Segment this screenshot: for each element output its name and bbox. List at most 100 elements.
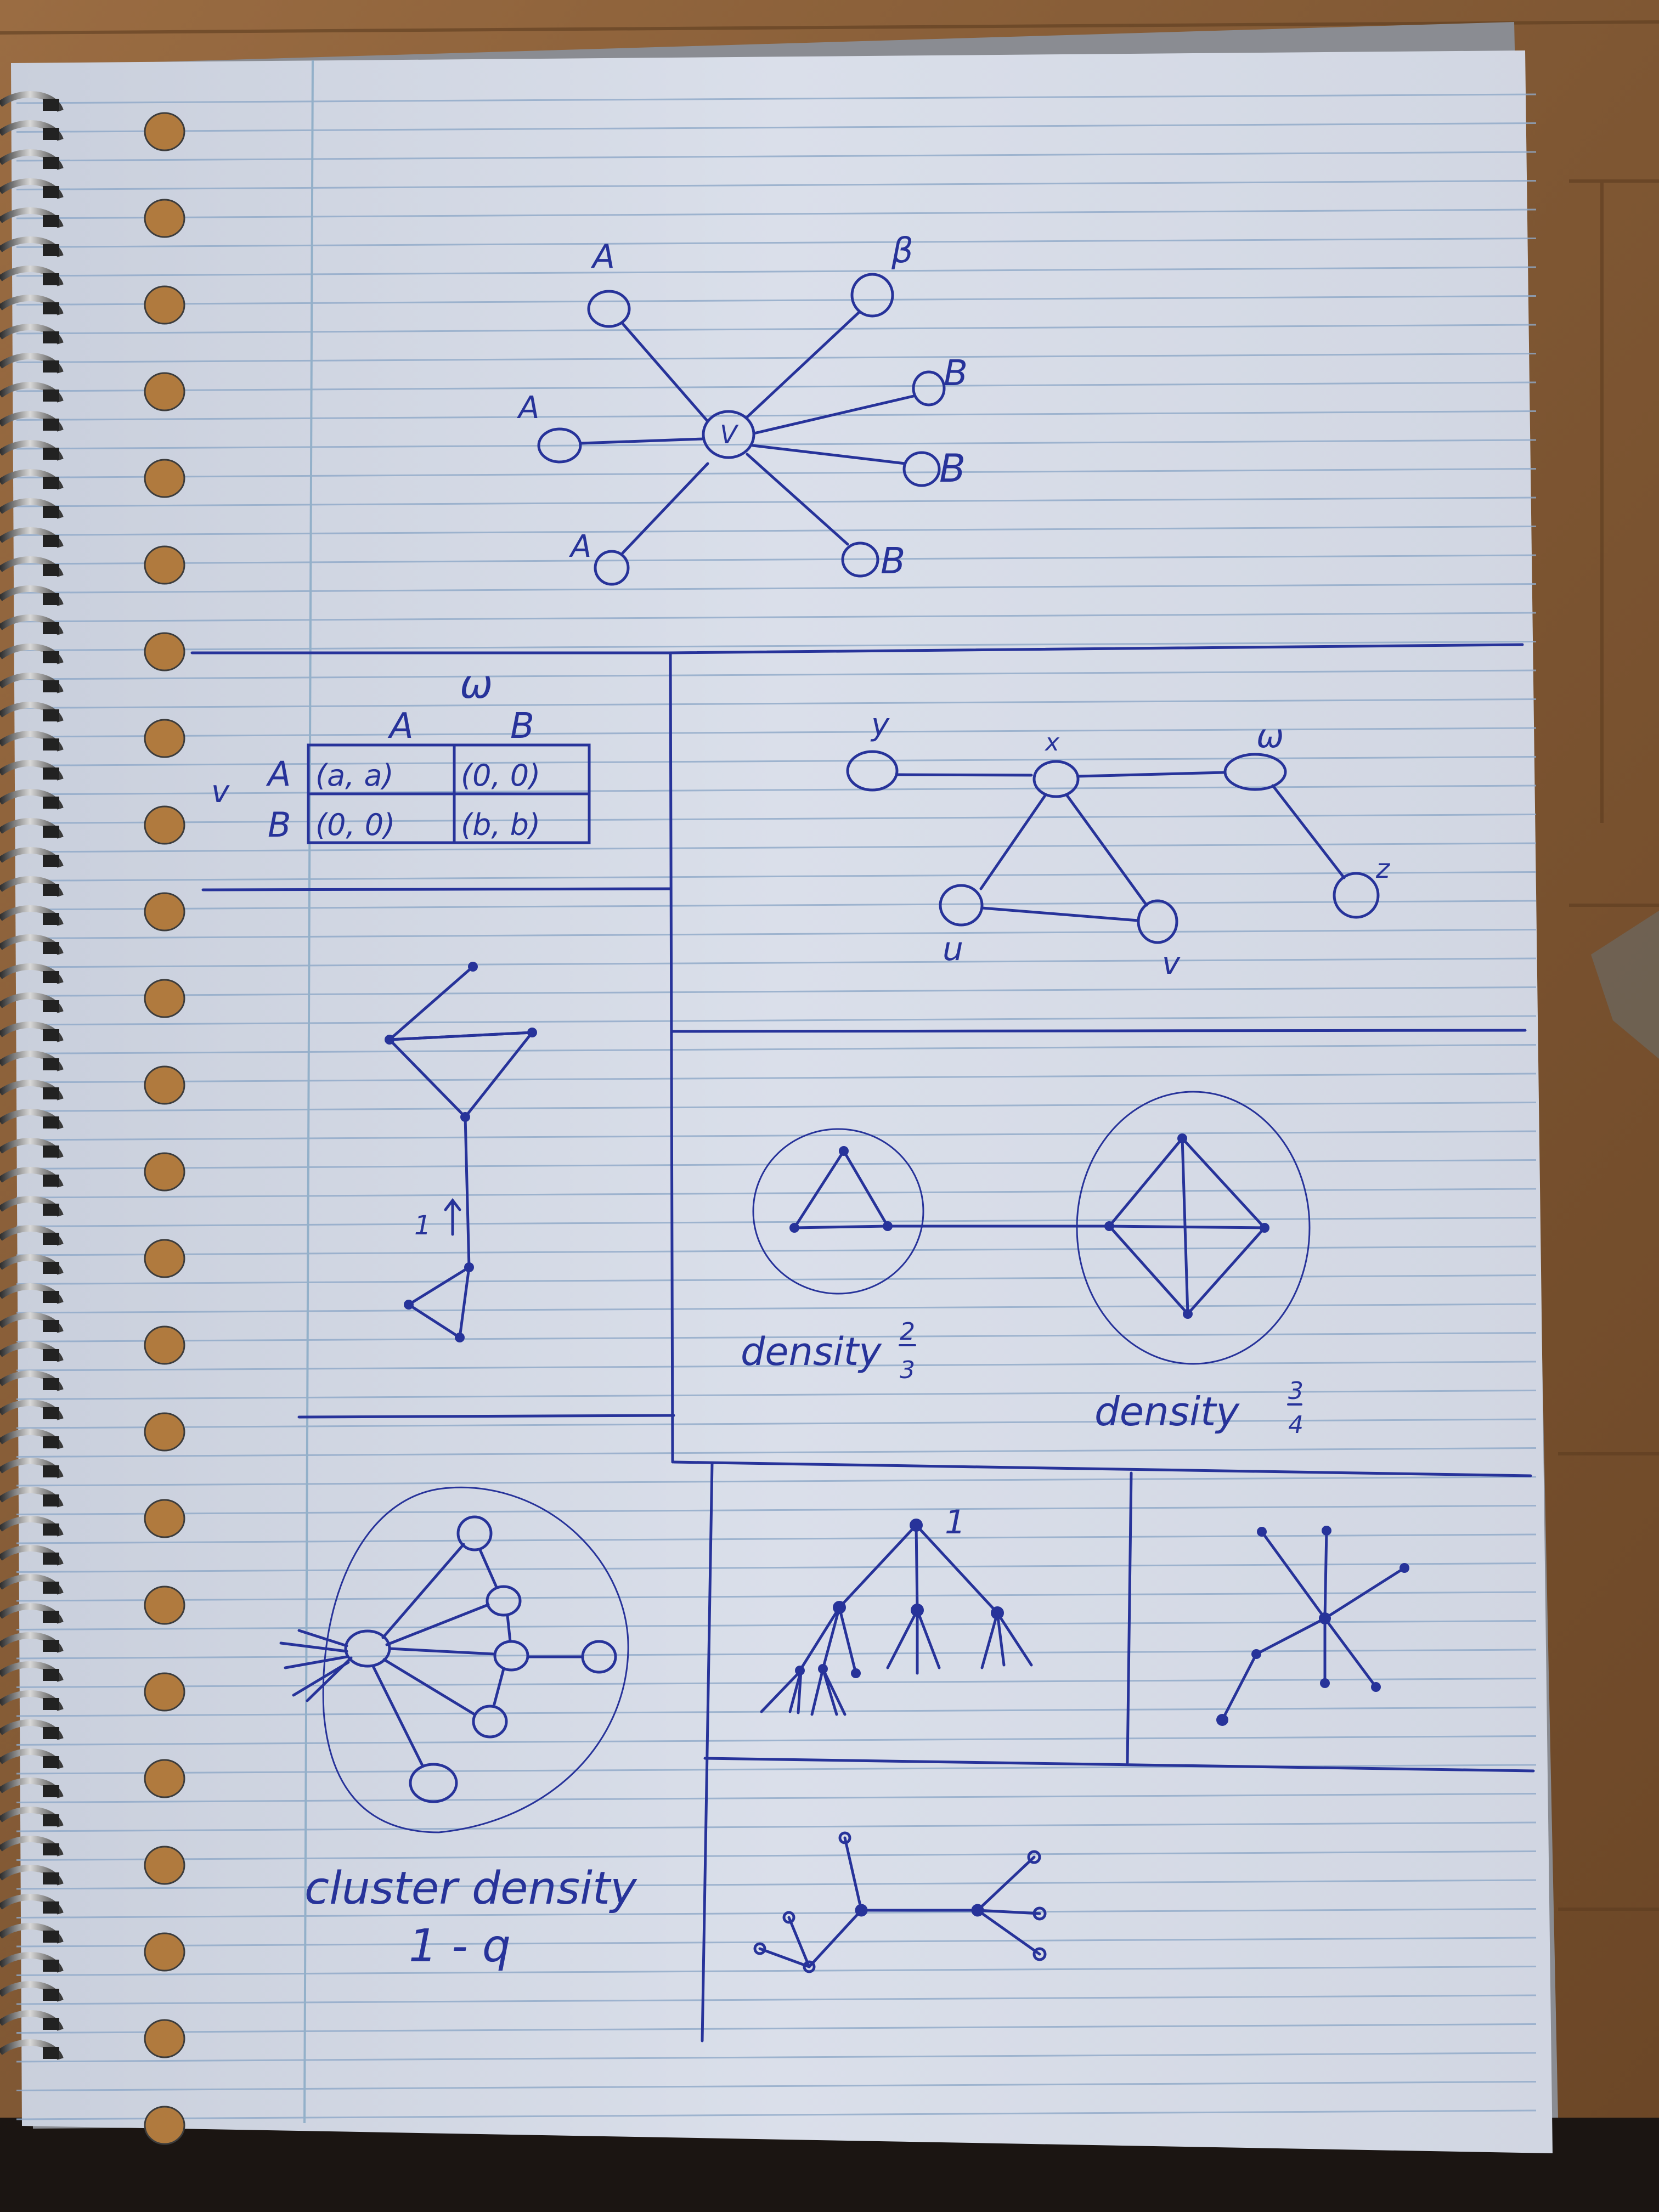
punched-hole [144,719,185,758]
rule-line [16,410,1537,421]
rule-line [16,180,1537,190]
notebook-page [11,50,1553,2153]
spiral-slot [43,448,59,460]
density-right-numerator: 3 [1288,1377,1304,1405]
table-row-player: v [211,774,230,810]
table-cell: (0, 0) [461,758,540,793]
rule-line [16,238,1537,248]
ruler-piece [1591,911,1659,1059]
rule-line [16,1476,1537,1487]
rule-line [16,871,1537,882]
rule-line [16,612,1537,623]
spiral-slot [43,564,59,576]
spiral-slot [43,1116,59,1128]
spiral-slot [43,215,59,227]
rule-line [16,1966,1537,1976]
table-col-header-b: B [510,706,534,747]
density-caption-left: density [741,1329,882,1374]
star-node-label: A [517,390,539,426]
rule-line [16,1793,1537,1803]
spiral-slot [43,1175,59,1187]
rule-line [16,1908,1537,1918]
tree-root-label: 1 [945,1503,966,1542]
punched-holes [144,112,185,2145]
spiral-slot [43,1698,59,1710]
rule-line [16,756,1537,766]
network-node-label: z [1375,854,1391,884]
spiral-slot [43,99,59,111]
rule-line [16,496,1537,507]
spiral-slot [43,302,59,314]
rule-line [16,439,1537,450]
cluster-graph [279,1486,629,1833]
rule-line [16,1447,1537,1458]
spiral-slot [43,2018,59,2030]
spiral-slot [43,1087,59,1099]
punched-hole [144,1239,185,1278]
punched-hole [144,1499,185,1538]
spiral-slot [43,593,59,605]
spiral-slot [43,1523,59,1536]
spiral-slot [43,1989,59,2001]
spiral-slot [43,128,59,140]
punched-hole [144,1152,185,1192]
punched-hole [144,372,185,411]
network-node-label: v [1162,946,1181,981]
spiral-slot [43,1233,59,1245]
rule-line [16,1706,1537,1717]
rule-line [16,1562,1537,1573]
rule-line [16,122,1537,133]
spiral-slot [43,1960,59,1972]
star-node [850,273,894,318]
table-col-header-a: A [387,706,414,747]
star-node-label: B [939,446,966,491]
payoff-table-grid [307,743,591,844]
graph-node-z [1333,872,1380,919]
spiral-slot [43,884,59,896]
cluster-caption-line1: cluster density [304,1863,637,1915]
spiral-slot [43,157,59,169]
bridge-vertices [385,962,537,1342]
rule-line [16,1303,1537,1314]
rule-line [16,151,1537,162]
rule-line [16,1821,1537,1832]
rule-line [16,1591,1537,1602]
density-left-numerator: 2 [900,1318,915,1346]
punched-hole [144,632,185,672]
ruled-lines [16,93,1537,2120]
spiral-binding [0,91,64,2061]
spiral-slot [43,1582,59,1594]
rule-line [16,814,1537,824]
rule-line [16,986,1537,997]
graph-node-w [1223,753,1287,791]
spiral-slot [43,1785,59,1797]
network-node-label: y [870,707,890,743]
star-node [587,290,631,328]
density-left-denominator: 3 [900,1356,915,1384]
spiral-slot [43,651,59,663]
rule-line [16,295,1537,306]
rule-line [16,1130,1537,1141]
graph-node-y [846,750,899,792]
tree-vertices [795,1519,1004,1678]
rule-line [16,1678,1537,1688]
rule-line [16,1361,1537,1372]
network-node-label: ω [1256,717,1284,755]
spiral-slot [43,1436,59,1448]
spiral-slot [43,1000,59,1012]
rule-line [16,353,1537,363]
spiral-slot [43,1349,59,1361]
rule-line [16,266,1537,277]
table-cell: (a, a) [315,758,394,793]
spiral-slot [43,1669,59,1681]
spiral-slot [43,1465,59,1477]
rule-line [16,583,1537,594]
rule-line [16,2081,1537,2091]
rule-line [16,1649,1537,1660]
rule-line [16,1188,1537,1199]
table-column-player: ω [460,661,493,707]
spiral-slot [43,1262,59,1274]
section-dividers [190,643,1535,2042]
rule-line [16,324,1537,335]
rule-line [16,93,1537,104]
